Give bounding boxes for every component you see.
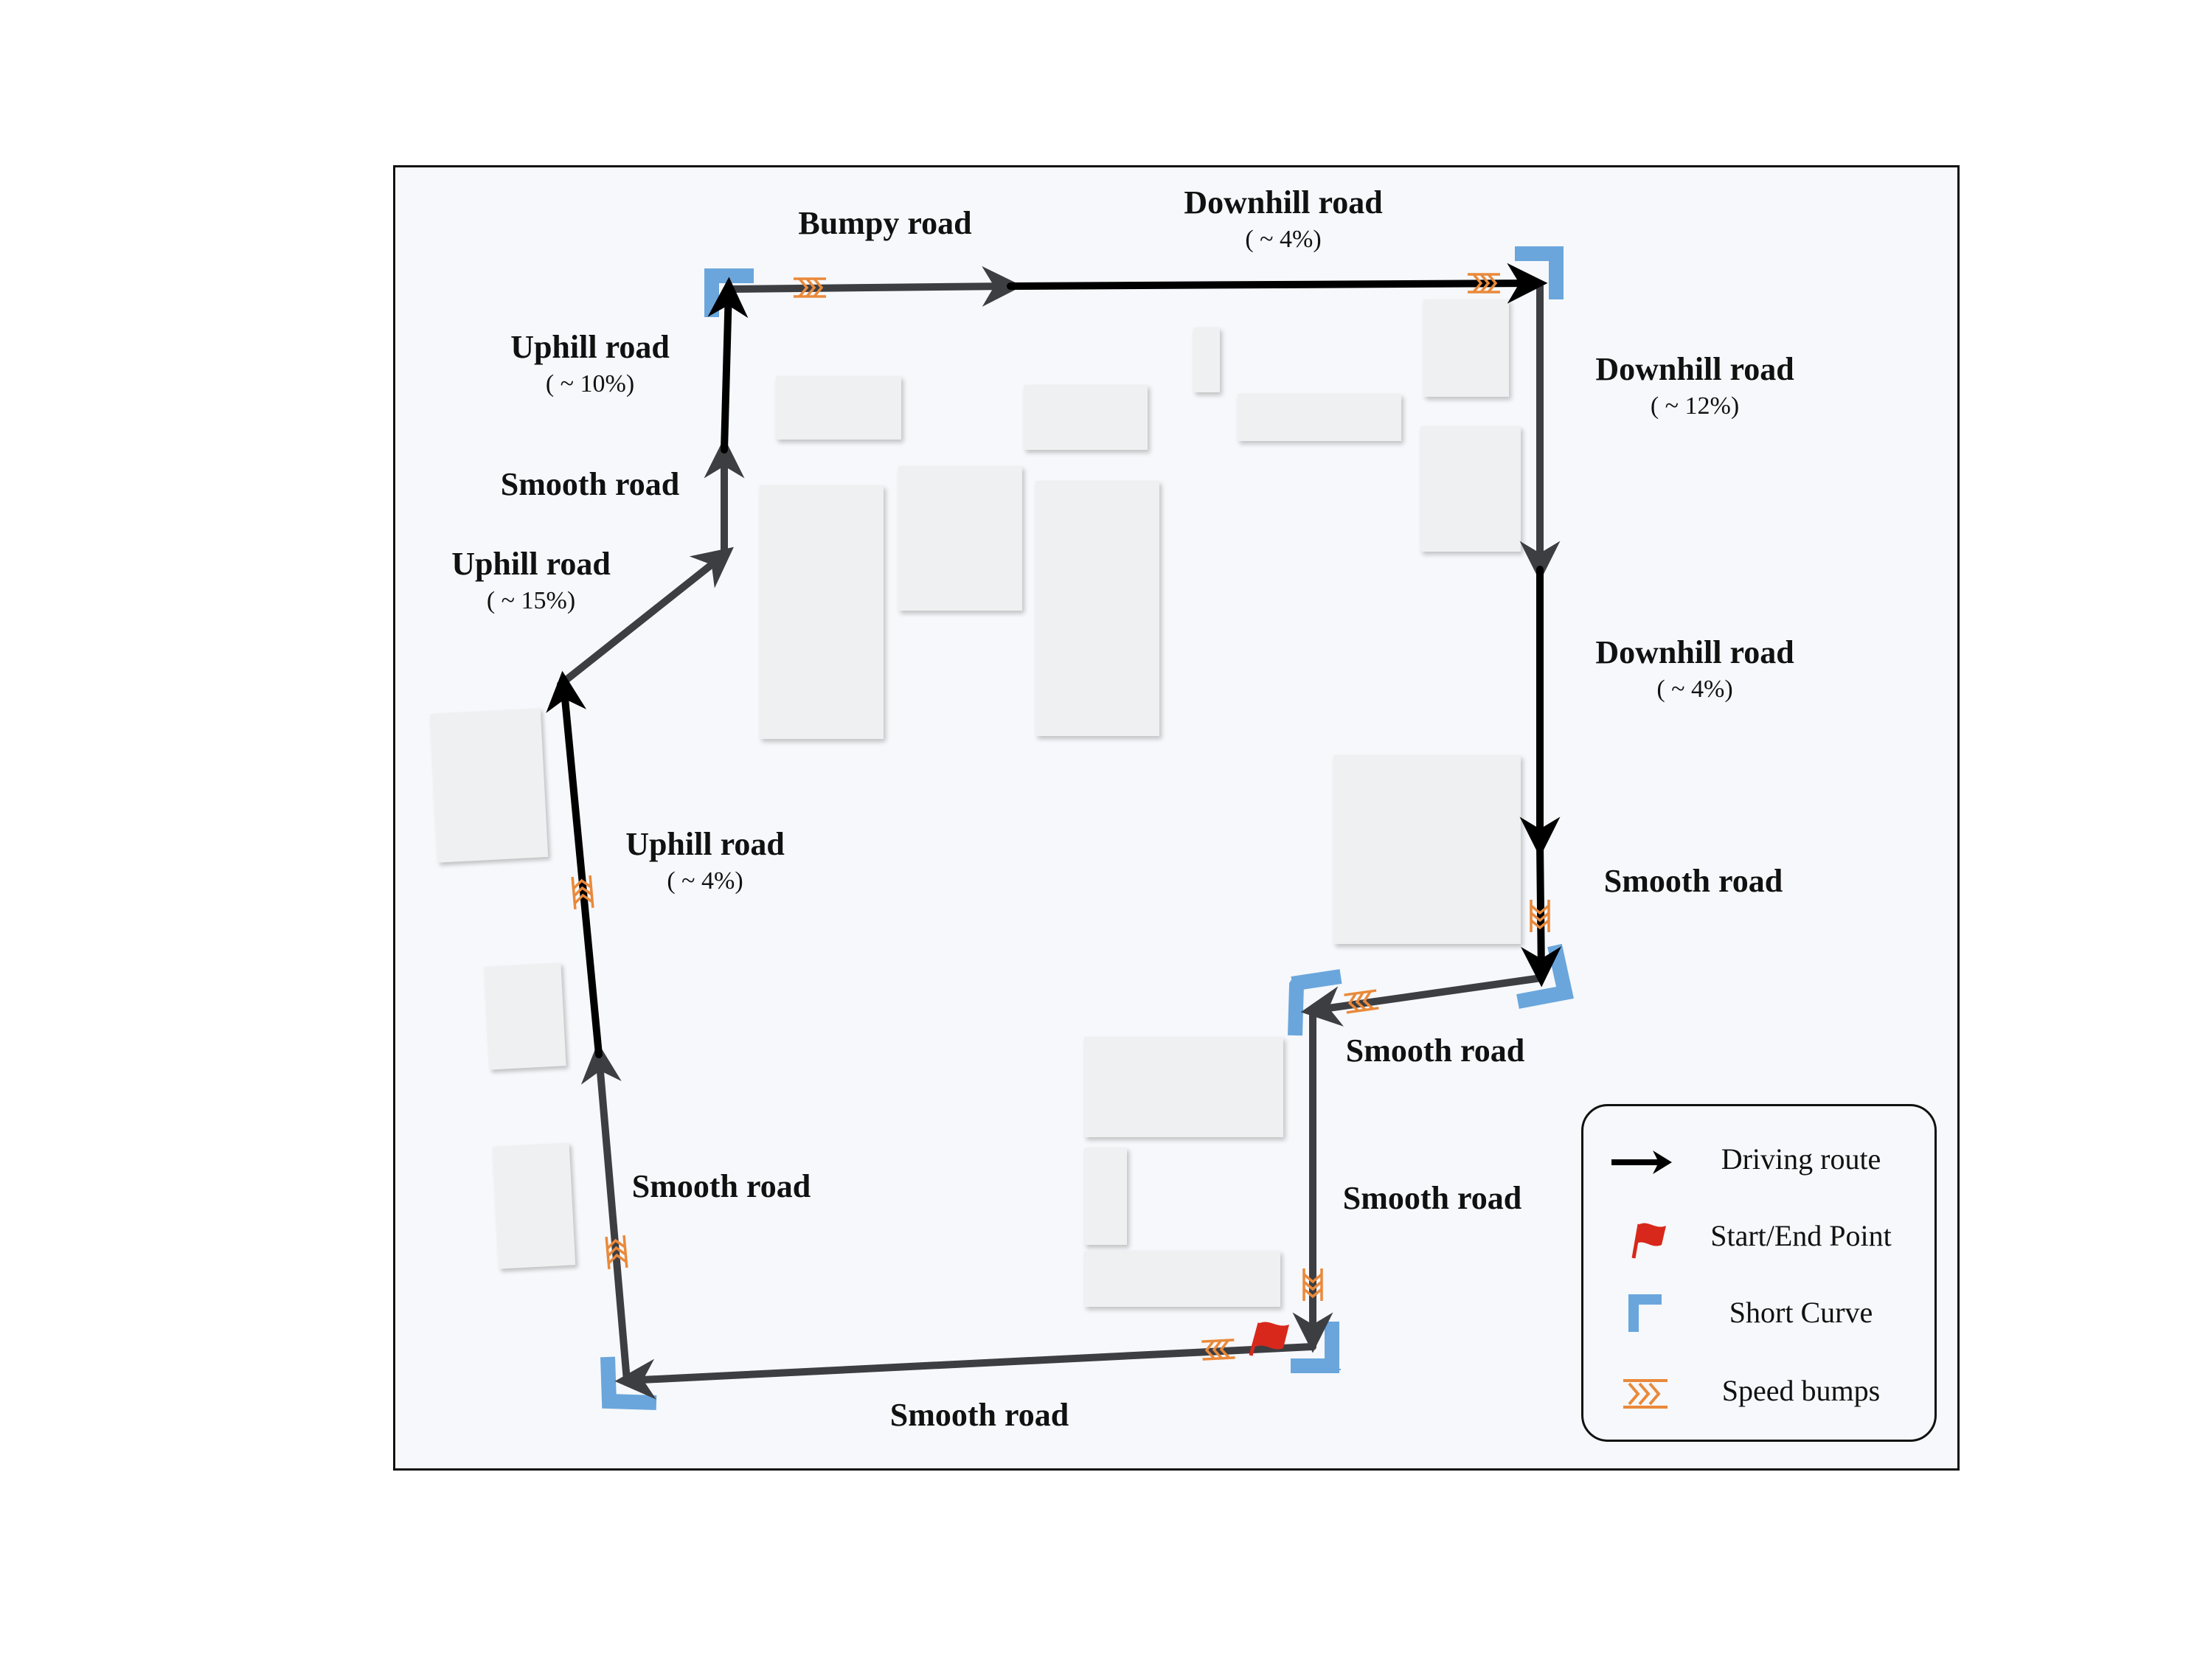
building	[776, 376, 901, 440]
label-smooth-mid-lower: Smooth road	[1342, 1180, 1522, 1216]
building	[1420, 426, 1521, 552]
building	[1024, 385, 1148, 450]
building	[1035, 481, 1159, 736]
arrow-right-icon	[1611, 1150, 1672, 1174]
label-smooth-left-upper: Smooth road	[500, 466, 680, 502]
building	[1084, 1037, 1283, 1137]
label-uphill-4: Uphill road ( ~ 4%)	[625, 826, 785, 895]
label-downhill-right-4: Downhill road ( ~ 4%)	[1595, 634, 1794, 703]
label-uphill-15: Uphill road ( ~ 15%)	[451, 546, 611, 614]
building	[1423, 299, 1509, 397]
start-end-flag-icon	[1249, 1322, 1289, 1356]
building	[1333, 755, 1521, 944]
corner-icon	[1628, 1294, 1662, 1332]
label-smooth-bottom: Smooth road	[889, 1397, 1069, 1433]
short-curve-marker-bottom-left	[600, 1356, 657, 1410]
legend-item-start-end: Start/End Point	[1583, 1209, 1934, 1268]
label-smooth-left-lower: Smooth road	[631, 1168, 811, 1204]
label-smooth-mid-upper: Smooth road	[1345, 1032, 1525, 1069]
legend-item-driving-route: Driving route	[1583, 1133, 1934, 1192]
label-uphill-10: Uphill road ( ~ 10%)	[510, 329, 670, 398]
speed-bump-icon	[1623, 1379, 1668, 1409]
flag-icon	[1631, 1223, 1666, 1259]
route-segment-dark	[546, 263, 1562, 1058]
short-curve-marker-top-right	[1515, 246, 1564, 299]
label-downhill-top: Downhill road ( ~ 4%)	[1184, 184, 1383, 253]
building	[1084, 1251, 1280, 1307]
building	[1193, 327, 1220, 392]
legend-item-short-curve: Short Curve	[1583, 1286, 1934, 1345]
building	[898, 466, 1022, 611]
building	[760, 485, 884, 739]
building	[1084, 1148, 1127, 1245]
label-smooth-right: Smooth road	[1603, 863, 1783, 899]
short-curve-marker-mid	[1288, 969, 1342, 1036]
legend: Driving route Start/End Point Short Curv…	[1581, 1104, 1937, 1442]
building	[1238, 394, 1401, 441]
label-downhill-12: Downhill road ( ~ 12%)	[1595, 351, 1794, 420]
label-bumpy-road: Bumpy road	[798, 205, 972, 241]
legend-item-speed-bumps: Speed bumps	[1583, 1364, 1934, 1423]
short-curve-marker-top-left	[704, 268, 754, 317]
